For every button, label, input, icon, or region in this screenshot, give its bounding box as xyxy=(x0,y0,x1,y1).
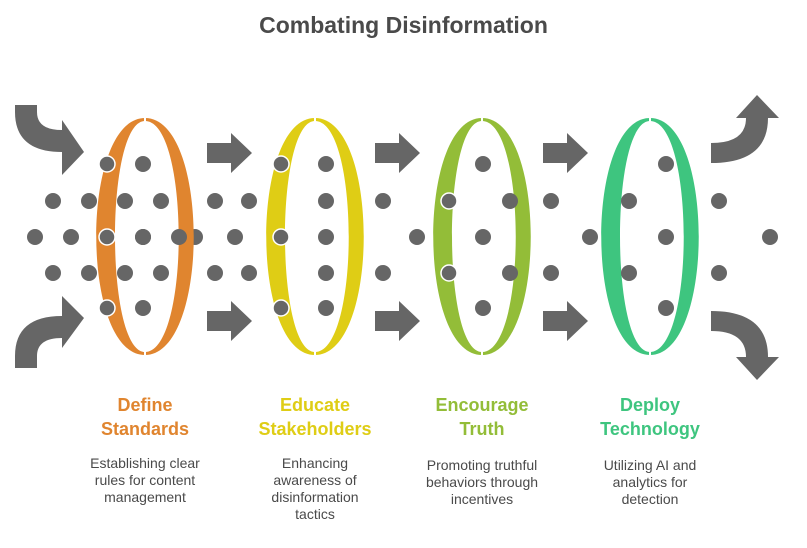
particle-dot xyxy=(475,156,491,172)
particle-dot xyxy=(762,229,778,245)
curved-arrow-in-top-icon xyxy=(15,105,84,175)
particle-dot xyxy=(135,300,151,316)
particle-dot xyxy=(543,265,559,281)
particle-dot xyxy=(117,193,133,209)
flow-arrow-icon xyxy=(375,133,420,173)
particle-dot xyxy=(207,193,223,209)
particle-dot xyxy=(475,229,491,245)
particle-dot xyxy=(440,192,458,210)
particle-dot xyxy=(135,229,151,245)
curved-arrow-in-bottom-icon xyxy=(15,296,84,368)
particle-dot xyxy=(318,193,334,209)
flow-arrow-icon xyxy=(207,301,252,341)
particle-dot xyxy=(27,229,43,245)
flow-arrow-icon xyxy=(543,301,588,341)
particle-dot xyxy=(318,229,334,245)
particle-dot xyxy=(409,229,425,245)
particle-dot xyxy=(45,265,61,281)
particle-dot xyxy=(621,193,637,209)
particle-dot xyxy=(98,155,116,173)
particle-dot xyxy=(543,193,559,209)
particle-dot xyxy=(153,265,169,281)
particle-dot xyxy=(440,264,458,282)
particle-dot xyxy=(81,265,97,281)
diagram-title: Combating Disinformation xyxy=(259,12,548,38)
flow-arrow-icon xyxy=(543,133,588,173)
particle-dot xyxy=(582,229,598,245)
particle-dot xyxy=(658,300,674,316)
particle-dot xyxy=(241,193,257,209)
particle-dot xyxy=(135,156,151,172)
flow-diagram xyxy=(15,95,779,380)
particle-dot xyxy=(375,265,391,281)
particle-dot xyxy=(318,265,334,281)
particle-dot xyxy=(375,193,391,209)
particle-dot xyxy=(45,193,61,209)
particle-dot xyxy=(272,155,290,173)
particle-dot xyxy=(475,300,491,316)
particle-dot xyxy=(318,300,334,316)
particle-dot xyxy=(207,265,223,281)
particle-dot xyxy=(658,156,674,172)
particle-dot xyxy=(272,299,290,317)
particle-dot xyxy=(711,265,727,281)
particle-dot xyxy=(318,156,334,172)
particle-dot xyxy=(153,193,169,209)
particle-dot xyxy=(227,229,243,245)
particle-dot xyxy=(502,265,518,281)
curved-arrow-out-top-icon xyxy=(711,95,779,163)
particle-dot xyxy=(117,265,133,281)
particle-dot xyxy=(711,193,727,209)
stage-ring-4 xyxy=(601,118,699,355)
particle-dot xyxy=(502,193,518,209)
particle-dot xyxy=(171,229,187,245)
curved-arrow-out-bottom-icon xyxy=(711,311,779,380)
particle-dot xyxy=(272,228,290,246)
particle-dot xyxy=(98,228,116,246)
particle-dot xyxy=(241,265,257,281)
particle-dot xyxy=(98,299,116,317)
particle-dot xyxy=(63,229,79,245)
particle-dot xyxy=(658,229,674,245)
flow-arrow-icon xyxy=(207,133,252,173)
particle-dot xyxy=(621,265,637,281)
particle-dot xyxy=(81,193,97,209)
flow-arrow-icon xyxy=(375,301,420,341)
